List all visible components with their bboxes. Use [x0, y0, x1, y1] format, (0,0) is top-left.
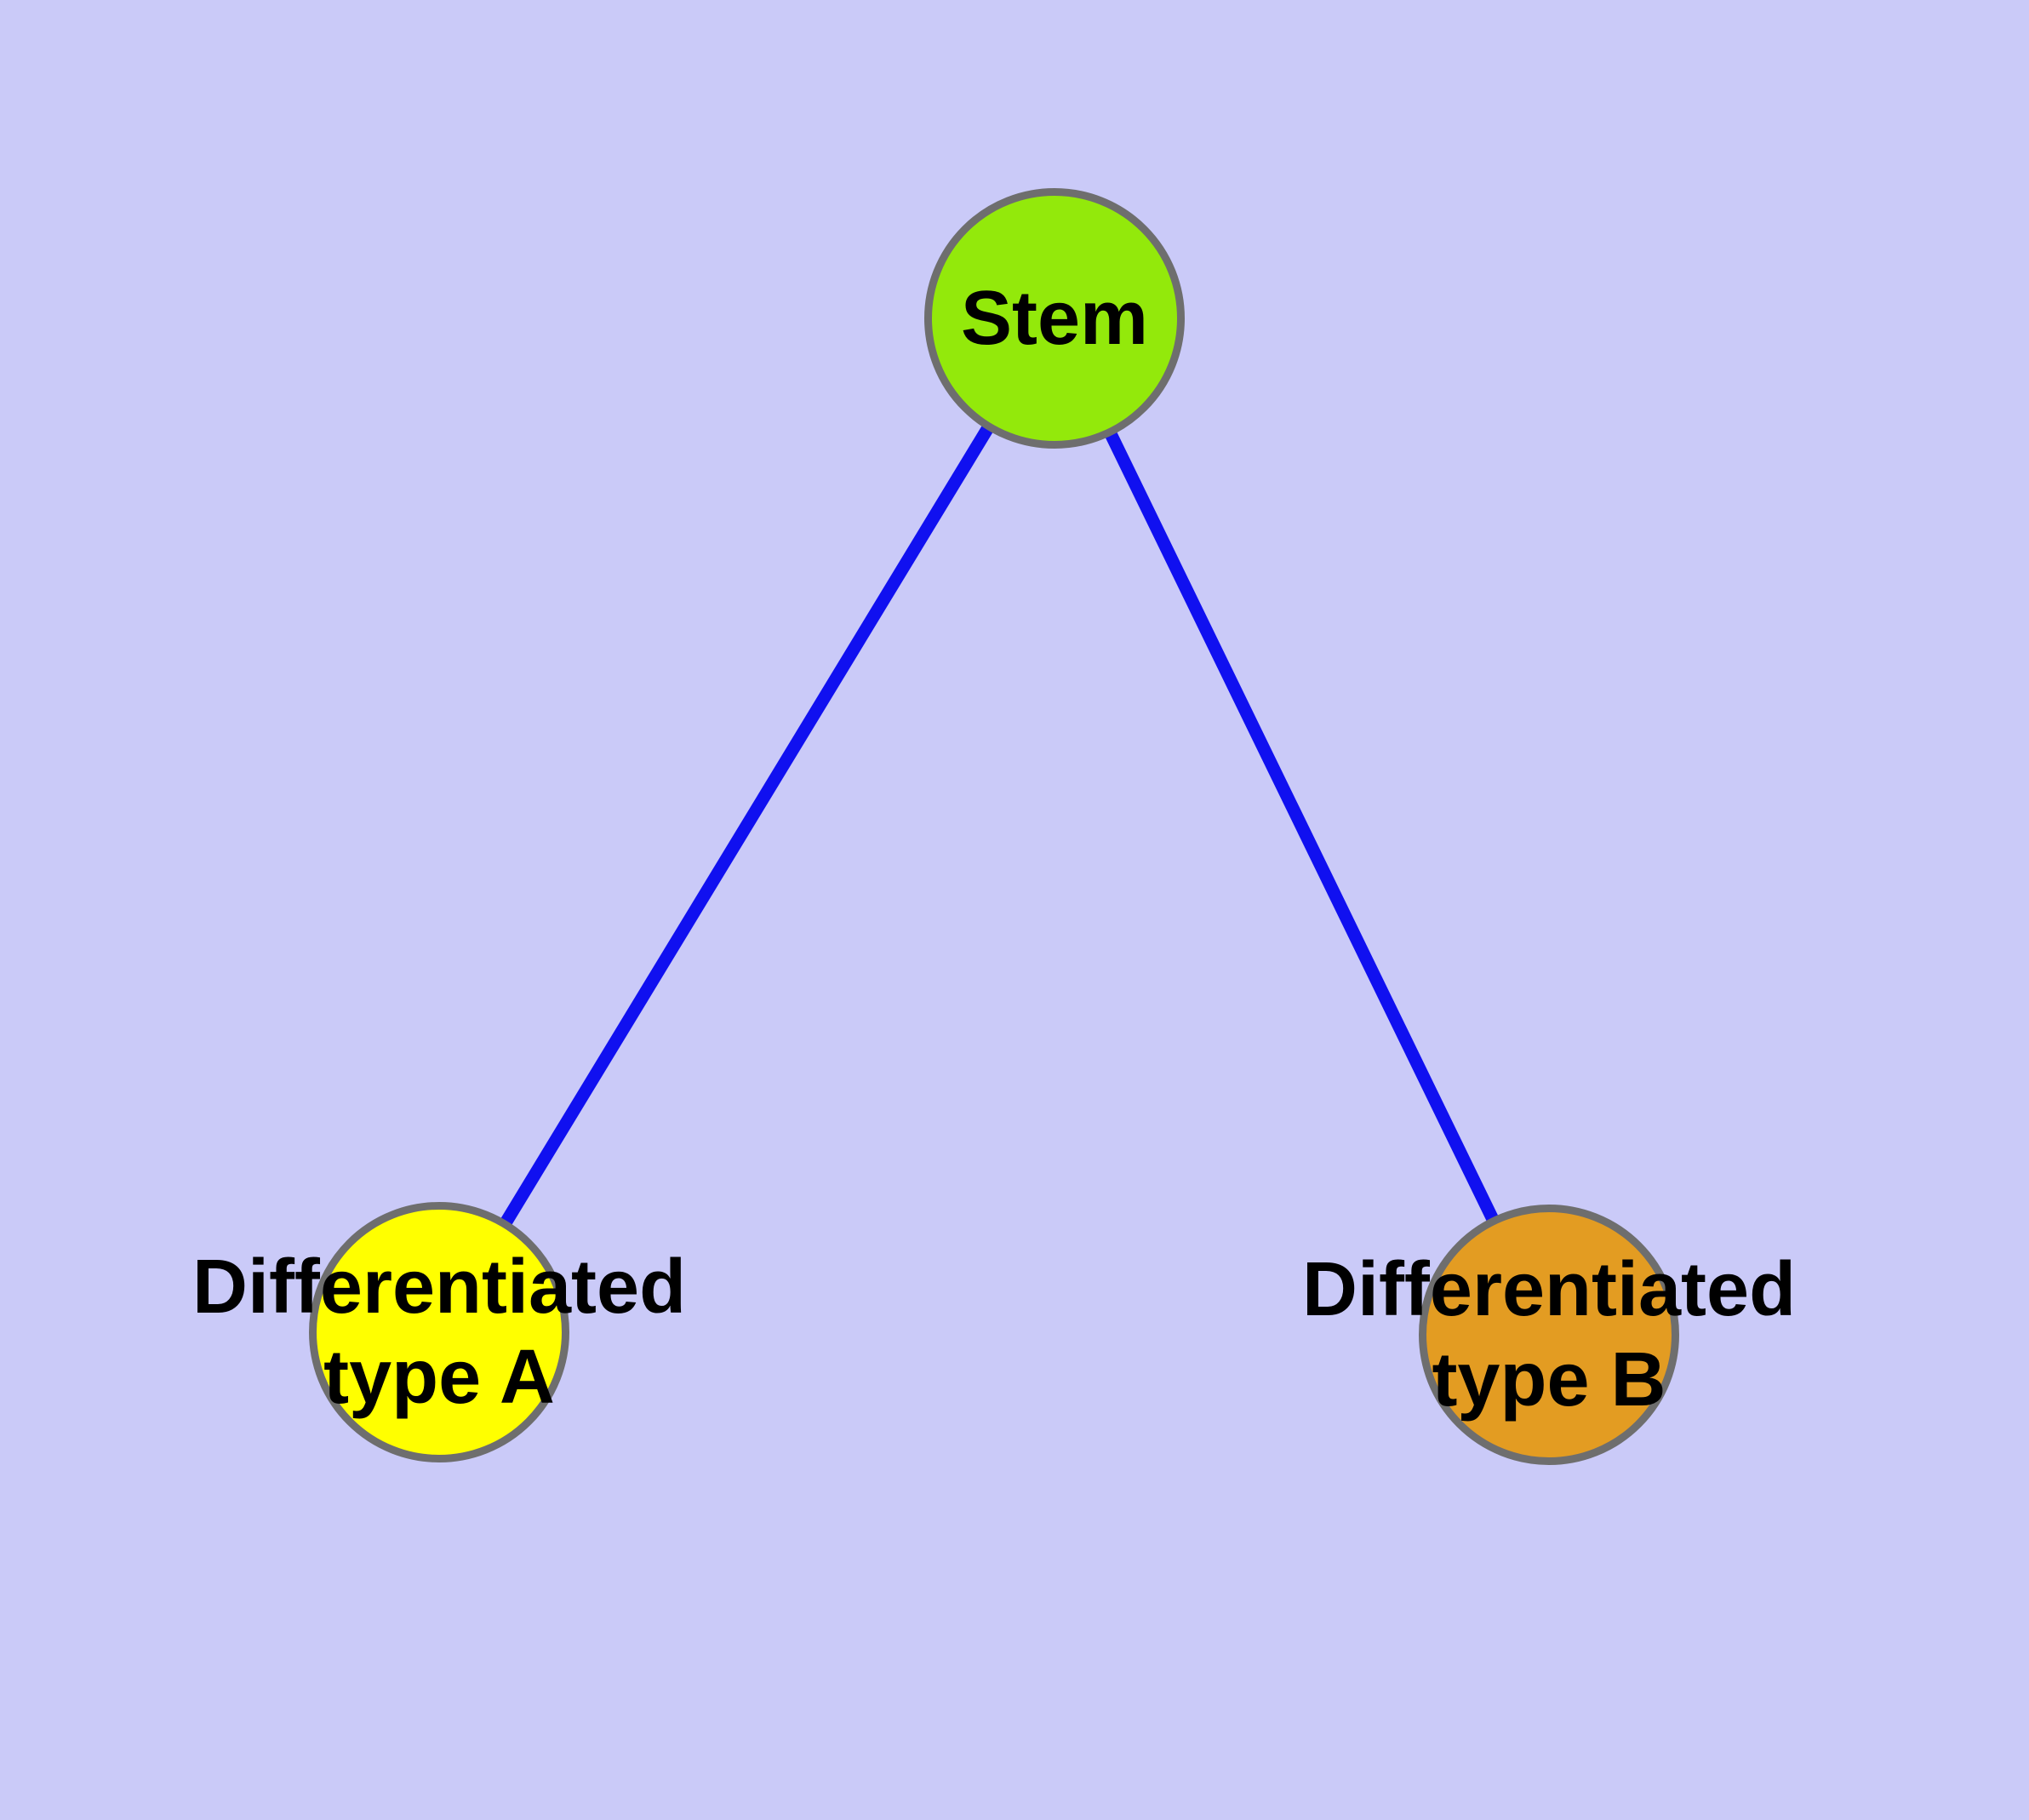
edge-stem-to-type-b: [1049, 315, 1555, 1338]
node-type-a-label-line-2: type A: [323, 1335, 555, 1420]
edge-stem-to-type-a: [433, 315, 1060, 1336]
node-type-a-label: Differentiated type A: [192, 1242, 686, 1422]
node-type-b-label-line-2: type B: [1432, 1337, 1666, 1422]
node-type-a-label-line-1: Differentiated: [191, 1244, 687, 1330]
node-type-a-circle: [309, 1202, 569, 1462]
node-stem-circle: [924, 188, 1185, 449]
node-stem-label-line: Stem: [960, 275, 1149, 361]
node-type-b-label: Differentiated type B: [1302, 1245, 1796, 1425]
node-type-b-circle: [1419, 1205, 1679, 1465]
node-stem-label: Stem: [961, 273, 1148, 363]
node-type-b-label-line-1: Differentiated: [1301, 1246, 1797, 1332]
